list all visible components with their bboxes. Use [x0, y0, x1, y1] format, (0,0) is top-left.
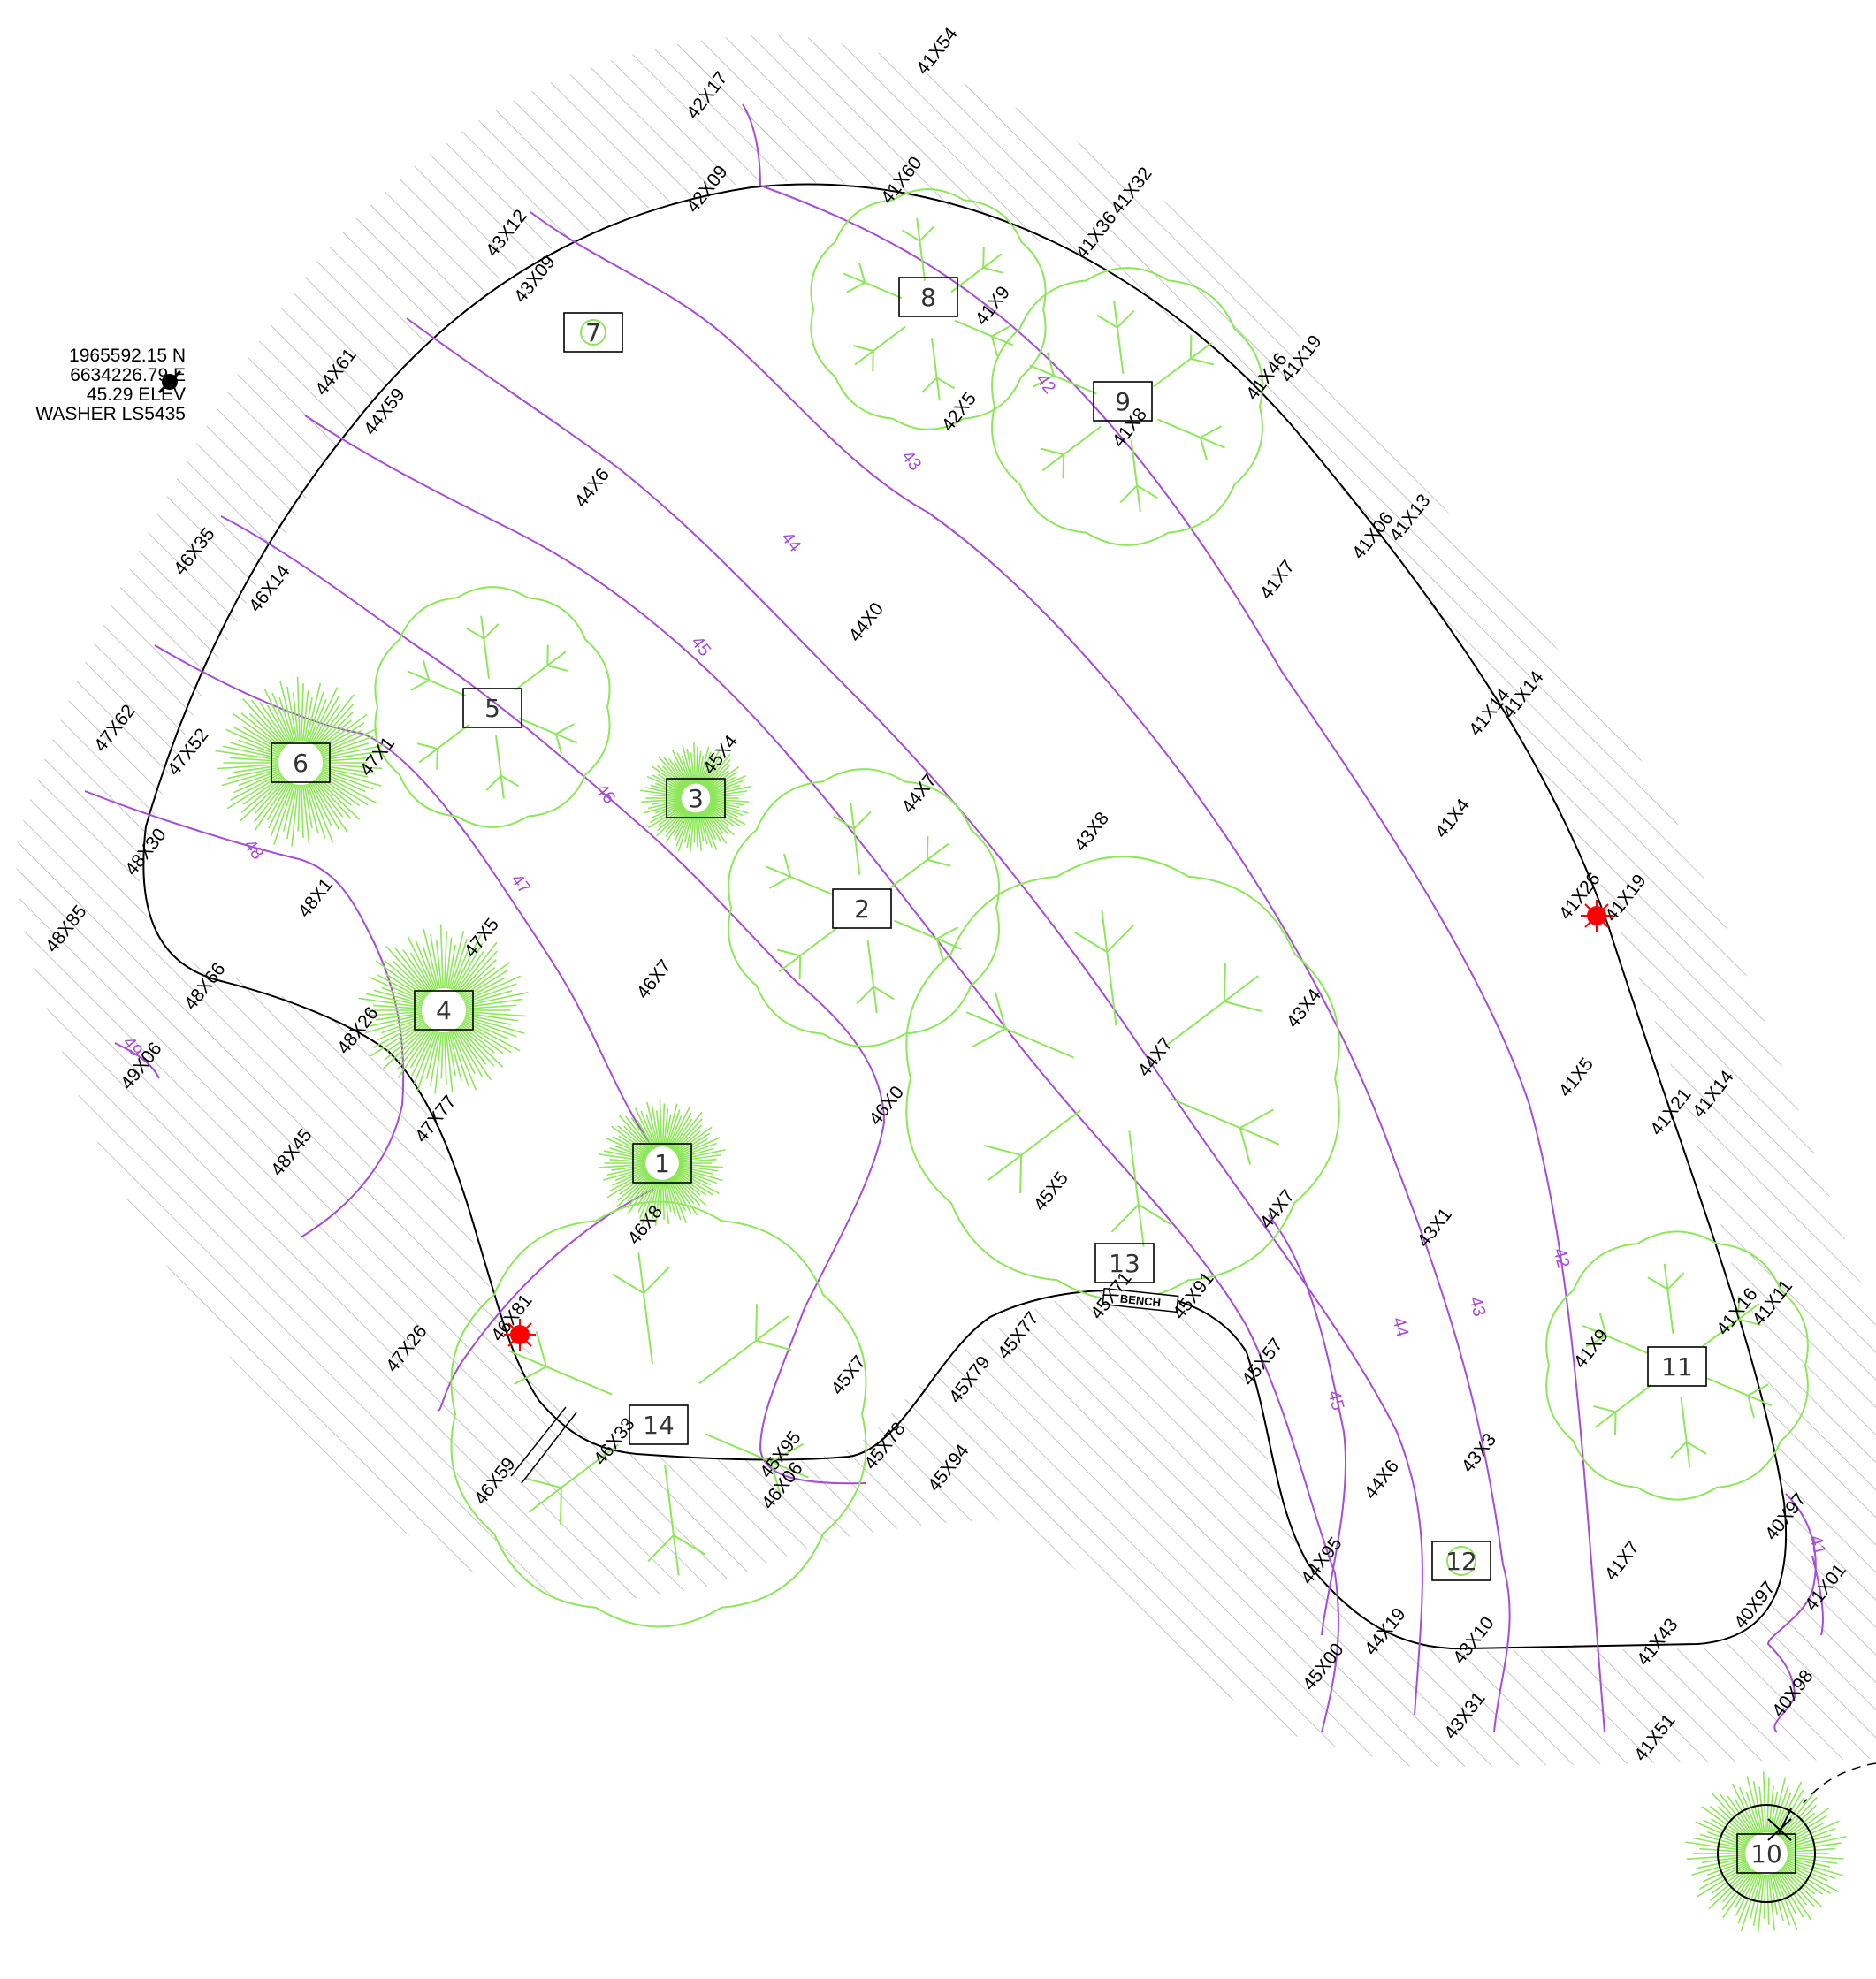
- tree-tag: 14: [629, 1404, 689, 1445]
- trees-layer: [215, 188, 1847, 1933]
- survey-markers: [504, 900, 1613, 1351]
- tree-tag-number: 1: [654, 1149, 670, 1178]
- site-boundary: [142, 183, 1788, 1650]
- bench: BENCH: [1102, 1287, 1179, 1313]
- tree-tag: 5: [462, 688, 522, 728]
- tree-tag: 1: [632, 1143, 692, 1184]
- leader-arrow: [1767, 1762, 1876, 1841]
- tree-canopy-4: [358, 924, 529, 1094]
- canopy-ring: [1717, 1804, 1816, 1903]
- tree-tag: 8: [898, 277, 958, 317]
- tree-tag-number: 12: [1445, 1547, 1477, 1576]
- control-point-marker: [157, 369, 182, 394]
- tree-canopy-2: [728, 768, 1000, 1047]
- tree-tag-number: 10: [1750, 1839, 1782, 1869]
- tree-tag: 7: [563, 312, 623, 353]
- tree-tag-number: 5: [484, 694, 500, 723]
- tree-tag-number: 3: [688, 784, 704, 813]
- tree-tag: 13: [1094, 1243, 1155, 1283]
- walkway-strip: [510, 1406, 577, 1484]
- tree-tag: 9: [1093, 381, 1153, 422]
- canopy-ring: [580, 319, 606, 346]
- tree-canopy-10: [1685, 1771, 1847, 1933]
- spot-elevation: 41X54: [912, 24, 962, 79]
- tree-tag: 10: [1736, 1833, 1796, 1874]
- tree-canopy-9: [991, 267, 1263, 546]
- tree-canopy-13: [905, 856, 1340, 1301]
- tree-canopy-5: [374, 586, 611, 828]
- control-description: WASHER LS5435: [35, 404, 186, 424]
- control-easting: 6634226.79 E: [70, 365, 186, 385]
- tree-tag-number: 11: [1661, 1352, 1693, 1381]
- tree-canopy-8: [810, 188, 1047, 430]
- tree-canopy-11: [1545, 1230, 1809, 1501]
- red-marker-southwest: [504, 1319, 536, 1351]
- tree-tag-number: 8: [920, 283, 936, 312]
- tree-tag: 3: [666, 778, 726, 818]
- tree-tag: 6: [271, 742, 331, 783]
- canopy-ring: [1446, 1546, 1476, 1576]
- tree-tag: 12: [1431, 1541, 1491, 1581]
- tree-tag-number: 13: [1109, 1249, 1140, 1278]
- red-marker-east: [1581, 900, 1613, 932]
- tree-tag-number: 6: [293, 749, 309, 778]
- tree-tag: 4: [414, 990, 474, 1031]
- tree-tag: 11: [1647, 1346, 1707, 1387]
- tree-tag-number: 4: [436, 996, 452, 1025]
- tree-canopy-1: [598, 1098, 726, 1226]
- control-point-block: 1965592.15 N 6634226.79 E 45.29 ELEV WAS…: [0, 346, 186, 424]
- tree-tag-number: 9: [1115, 387, 1131, 416]
- contour-lines: [84, 103, 1824, 1733]
- tree-tag-number: 14: [643, 1411, 675, 1440]
- tree-canopy-6: [215, 676, 385, 847]
- tree-tag-number: 2: [854, 894, 870, 924]
- tree-canopy-14: [450, 1200, 867, 1628]
- bench-label: BENCH: [1119, 1292, 1162, 1310]
- tree-tag: 2: [832, 888, 892, 929]
- tree-tag-number: 7: [585, 318, 601, 347]
- control-northing: 1965592.15 N: [69, 346, 186, 366]
